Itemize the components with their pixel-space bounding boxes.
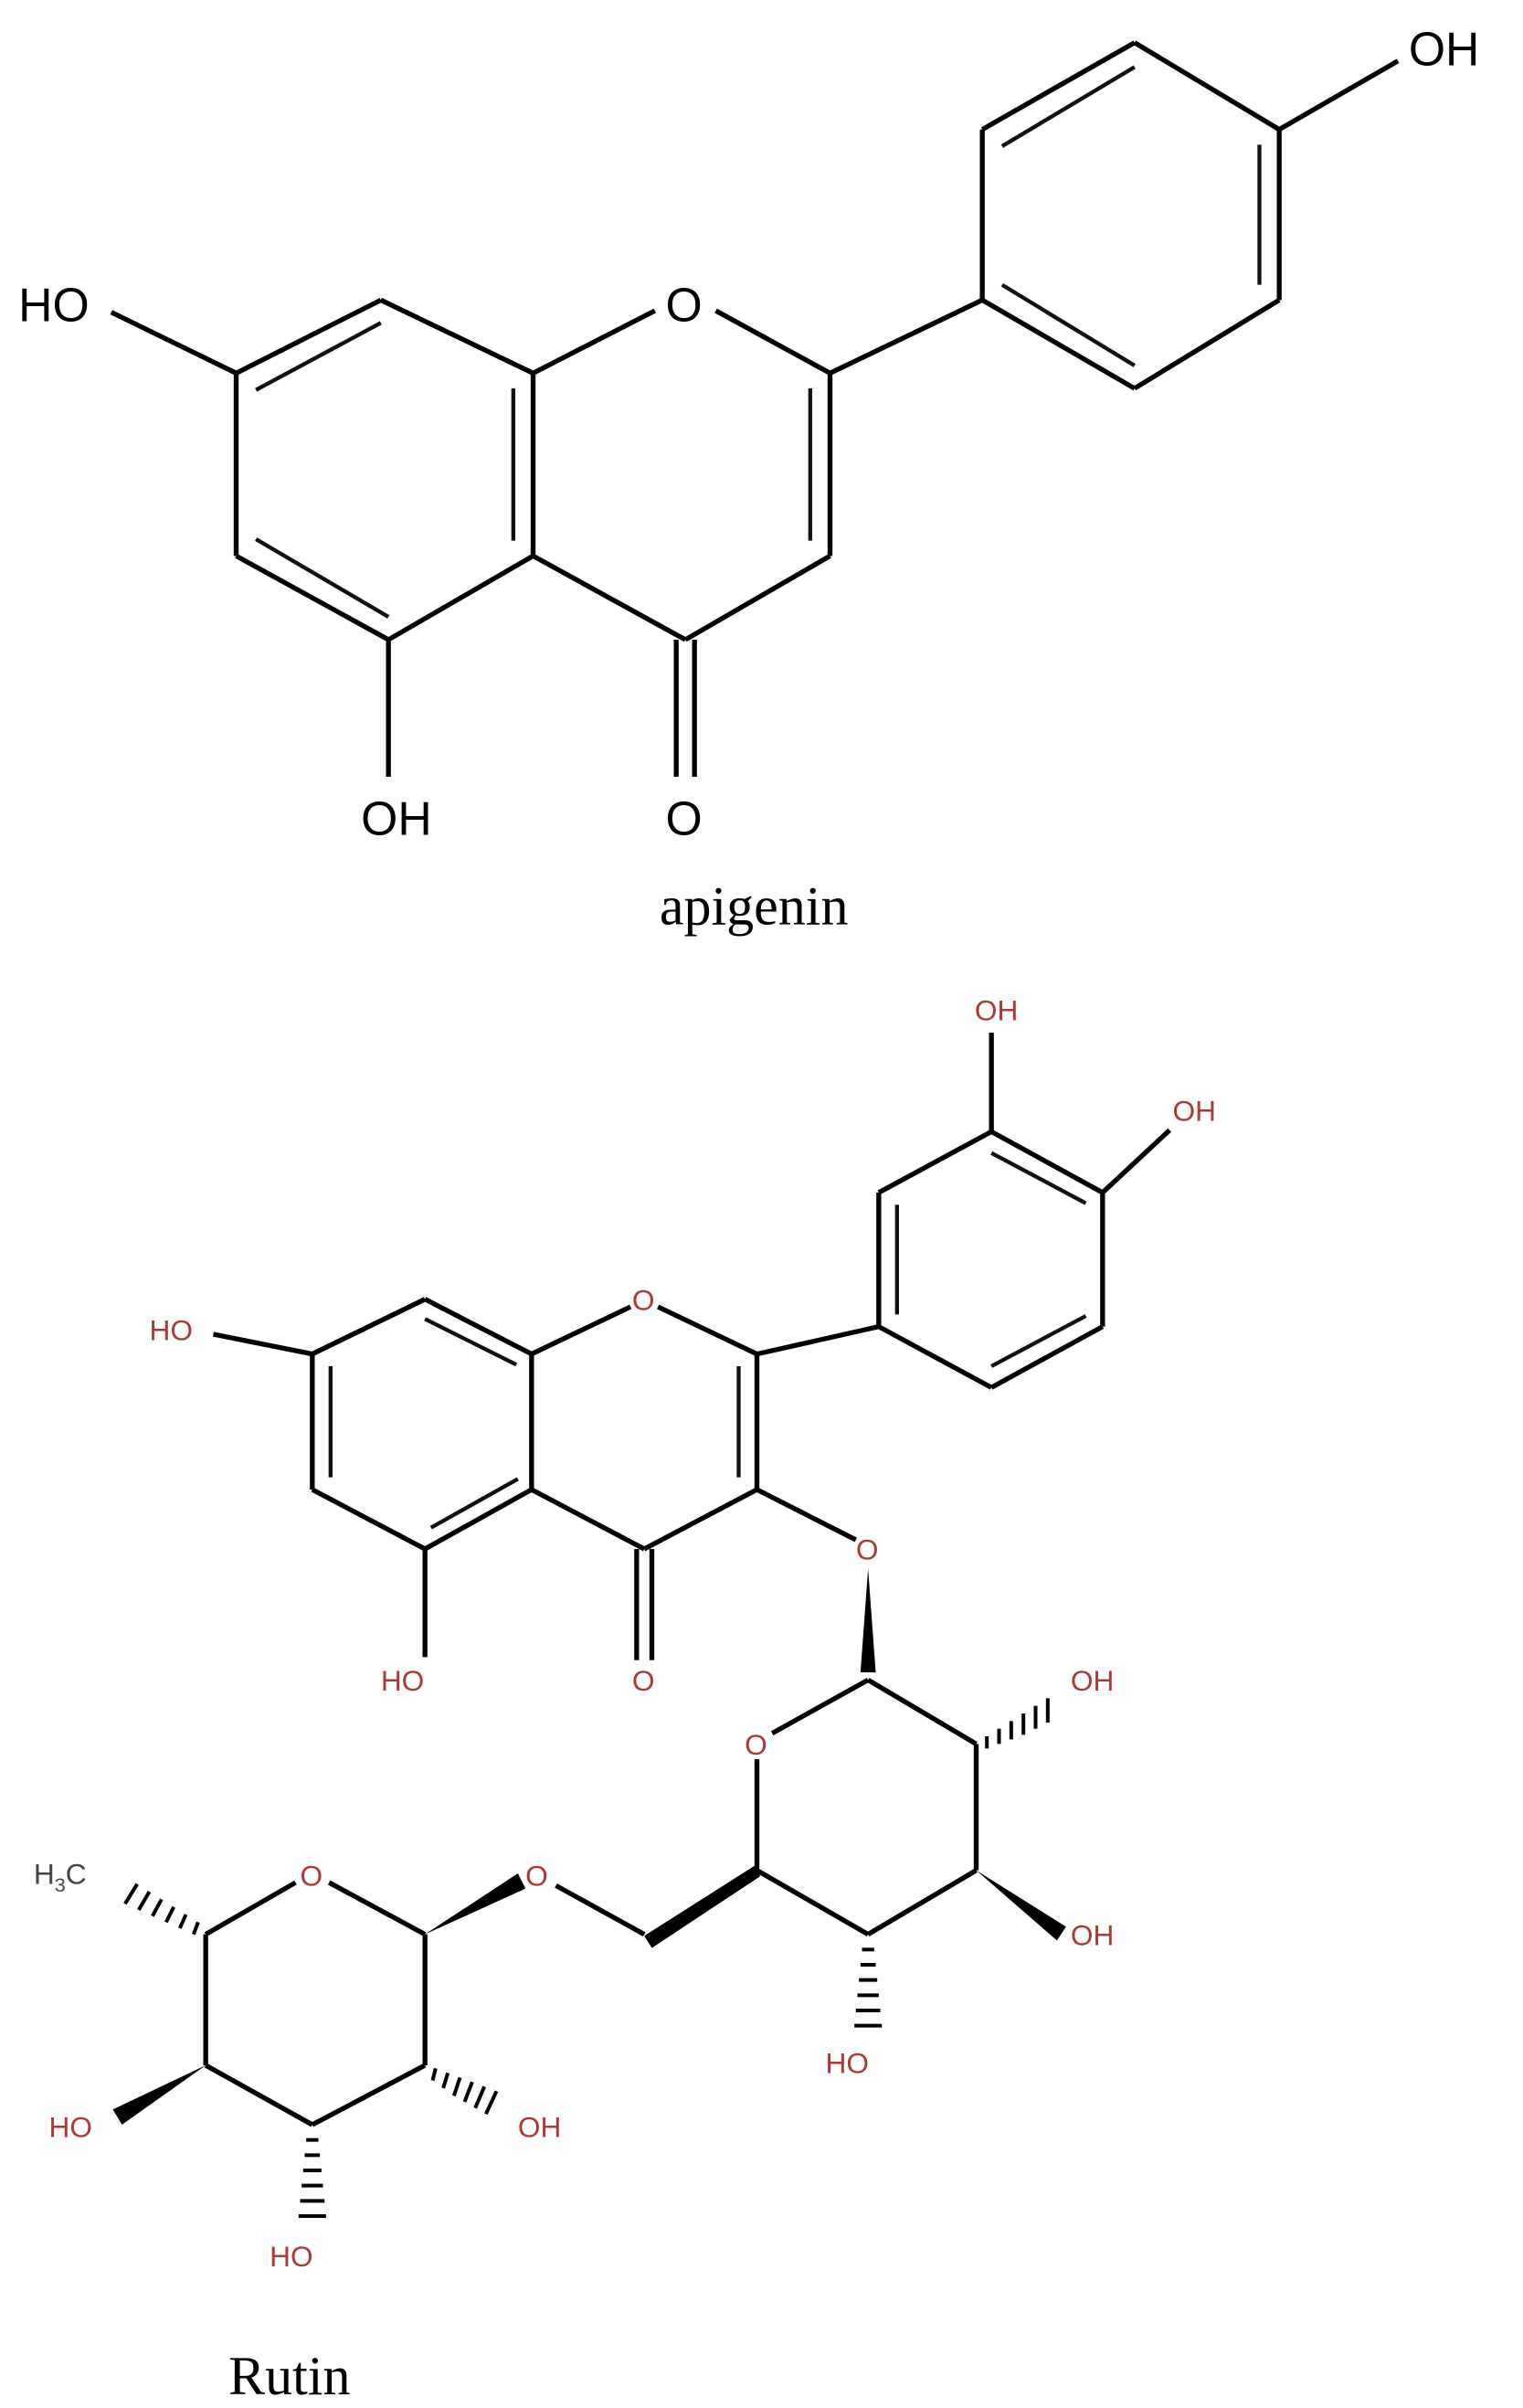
hashed-bond <box>123 1883 200 1936</box>
methyl-label: H3C <box>34 1858 87 1896</box>
rutin-structure: HO O HO O OH OH O O OH OH HO O O H3C HO … <box>34 994 1216 2406</box>
apigenin-structure: HO O OH O OH apigenin <box>18 23 1479 937</box>
ho-label: HO <box>150 1314 193 1347</box>
hashed-bond <box>985 1698 1050 1749</box>
oh-label: OH <box>1173 1095 1216 1128</box>
oh-label: OH <box>1409 23 1479 76</box>
ring-oxygen-label: O <box>632 1283 655 1316</box>
ho-label: HO <box>381 1664 424 1697</box>
oh-label: OH <box>518 2110 561 2143</box>
ho-label: HO <box>270 2240 312 2273</box>
ho-label: HO <box>826 2046 869 2079</box>
carbonyl-oxygen-label: O <box>666 791 703 844</box>
hashed-bond <box>298 2137 326 2218</box>
ho-label: HO <box>18 279 89 332</box>
hashed-bond <box>430 2067 499 2116</box>
oh-label: OH <box>1071 1664 1114 1697</box>
oh-label: OH <box>1071 1918 1114 1951</box>
glycosidic-oxygen-label: O <box>856 1533 879 1566</box>
oh-label: OH <box>975 994 1018 1027</box>
apigenin-caption: apigenin <box>660 876 849 937</box>
ring-oxygen-label: O <box>666 279 703 332</box>
oh-label: OH <box>361 791 431 844</box>
hashed-bond <box>854 1947 883 2028</box>
linking-oxygen-label: O <box>525 1859 548 1892</box>
ring-oxygen-label: O <box>745 1728 767 1761</box>
rutin-caption: Rutin <box>228 2346 350 2406</box>
ring-oxygen-label: O <box>301 1859 323 1892</box>
carbonyl-oxygen-label: O <box>632 1664 655 1697</box>
ho-label: HO <box>49 2110 92 2143</box>
